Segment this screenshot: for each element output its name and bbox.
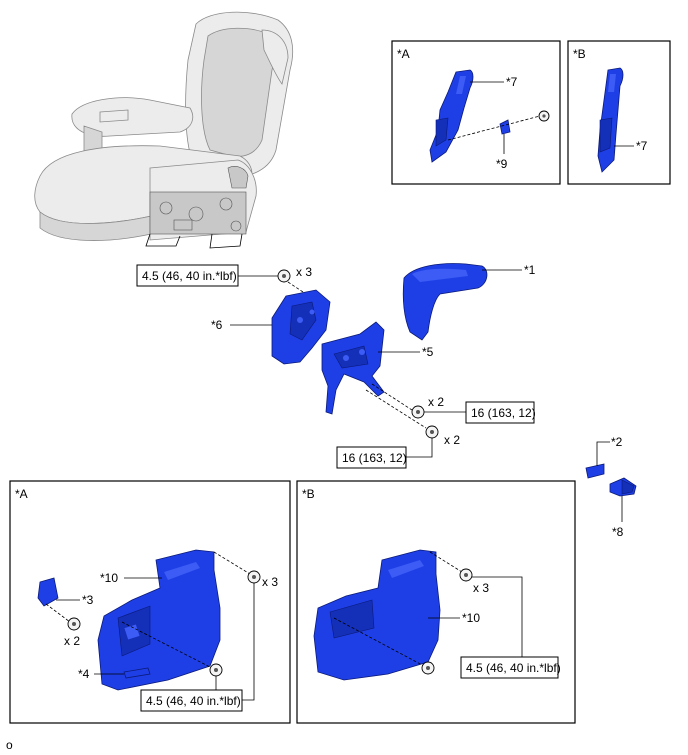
detail-a-part-4: [123, 667, 151, 679]
detail-a-frame: [9, 480, 291, 724]
callout-7a: *7: [506, 75, 518, 89]
detail-b-frame: [296, 480, 576, 724]
inset-a-part-9: [499, 119, 511, 135]
qty-right2: x 2: [444, 433, 460, 447]
callout-1: *1: [524, 263, 536, 277]
torque-right1: 16 (163, 12): [471, 406, 536, 420]
torque-box-a: [140, 689, 243, 712]
callout-5: *5: [422, 345, 434, 359]
torque-box-right1: [465, 401, 535, 424]
callout-9: *9: [496, 157, 508, 171]
dash-b-top: [429, 551, 463, 573]
inset-b-part-7: [597, 67, 624, 173]
qty-b-x3: x 3: [473, 581, 489, 595]
callout-6: *6: [211, 318, 223, 332]
inset-a-screw: [538, 110, 550, 122]
leader-b-right: [472, 576, 523, 657]
leader-right2: [406, 438, 433, 458]
detail-a-part-10: [97, 549, 221, 691]
inset-a-part-7: [429, 69, 474, 163]
dash-3: [45, 603, 71, 623]
torque-box-top: [136, 264, 239, 287]
detail-b-label: *B: [302, 487, 315, 501]
detail-b-bolt-right: [459, 568, 473, 582]
torque-a: 4.5 (46, 40 in.*lbf): [146, 694, 241, 708]
detail-a-bolt-bottom: [209, 663, 223, 677]
dash-a-bottom: [121, 621, 213, 669]
callout-2: *2: [611, 435, 623, 449]
bolt-top: [277, 269, 291, 283]
detail-a-part-3: [37, 577, 59, 607]
footer-code: o: [6, 738, 13, 752]
torque-box-b: [460, 656, 559, 679]
dash-a-top: [213, 551, 251, 575]
callout-10a: *10: [100, 571, 118, 585]
qty-a-x3: x 3: [262, 575, 278, 589]
leader-2: [596, 441, 610, 466]
qty-a-x2: x 2: [64, 634, 80, 648]
detail-b-part-10: [313, 549, 441, 681]
seat-illustration: [34, 11, 294, 249]
qty-top: x 3: [296, 265, 312, 279]
torque-box-right2: [336, 446, 407, 469]
inset-b-label: *B: [573, 47, 586, 61]
callout-7b: *7: [636, 139, 648, 153]
inset-a-label: *A: [397, 47, 410, 61]
part-5: [321, 321, 385, 415]
torque-b: 4.5 (46, 40 in.*lbf): [466, 661, 561, 675]
dash-right1: [371, 383, 413, 411]
detail-a-bolt-3: [67, 617, 81, 631]
leader-a-right: [242, 583, 255, 701]
inset-b-frame: [567, 40, 671, 185]
callout-3: *3: [82, 593, 94, 607]
part-2: [585, 463, 605, 479]
detail-b-bolt-bottom: [421, 661, 435, 675]
bolt-right1: [411, 405, 425, 419]
inset-a-frame: [391, 40, 561, 185]
dash-right2: [365, 389, 427, 429]
callout-8: *8: [612, 525, 624, 539]
callout-4: *4: [78, 667, 90, 681]
part-8: [609, 477, 637, 497]
part-1: [402, 263, 488, 341]
torque-top: 4.5 (46, 40 in.*lbf): [142, 269, 237, 283]
detail-a-bolt-right: [247, 570, 261, 584]
detail-a-label: *A: [15, 487, 28, 501]
qty-right1: x 2: [428, 395, 444, 409]
part-6: [271, 289, 331, 365]
torque-right2: 16 (163, 12): [342, 451, 407, 465]
bolt-right2: [425, 425, 439, 439]
inset-a-dash: [447, 115, 541, 141]
callout-10b: *10: [462, 611, 480, 625]
dash-b-bottom: [333, 617, 425, 667]
